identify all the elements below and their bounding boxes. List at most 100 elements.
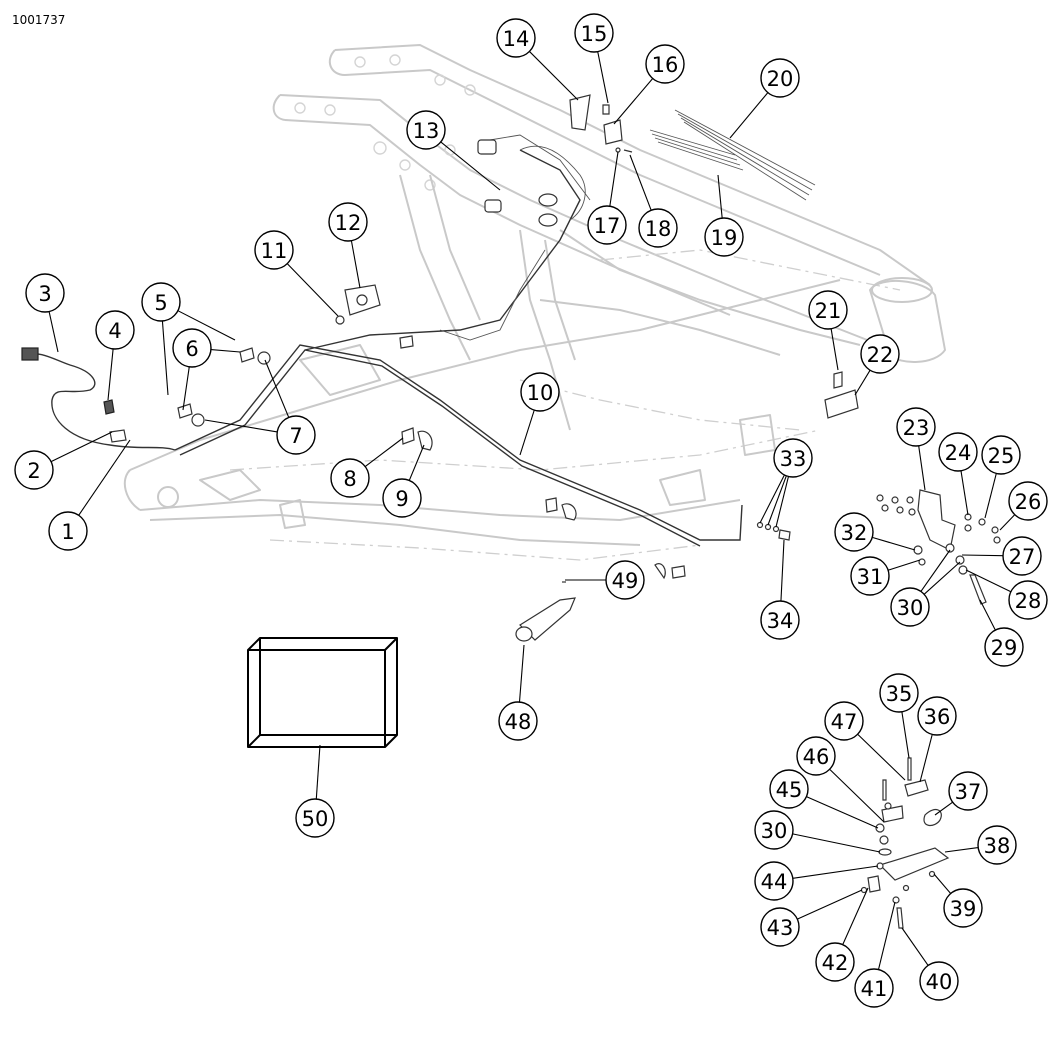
callout-circle [25, 273, 65, 313]
leader-line [759, 474, 785, 524]
motorcycle-frame [123, 44, 946, 561]
callout-number: 35 [886, 682, 913, 706]
callout-circle [406, 110, 446, 150]
callout-number: 49 [612, 569, 639, 593]
callout-number: 5 [154, 291, 167, 315]
callout-36: 36 [917, 696, 957, 783]
callout-number: 27 [1009, 545, 1036, 569]
callout-26: 26 [999, 481, 1048, 531]
leader-line [920, 549, 951, 592]
callout-circle [760, 907, 800, 947]
callout-20: 20 [729, 58, 800, 139]
leader-line [979, 599, 996, 631]
leader-line [264, 359, 290, 418]
callout-number: 4 [108, 319, 121, 343]
leader-line [767, 475, 787, 526]
leader-line [50, 431, 113, 463]
callout-circle [520, 372, 560, 412]
callout-circle [1008, 481, 1048, 521]
callout-number: 2 [27, 459, 40, 483]
callout-circle [1002, 536, 1042, 576]
leader-line [597, 51, 609, 104]
callout-circle [938, 432, 978, 472]
callout-number: 34 [767, 609, 794, 633]
leader-line [857, 733, 906, 781]
callout-25: 25 [981, 435, 1021, 519]
callout-number: 46 [803, 745, 830, 769]
callout-number: 39 [950, 897, 977, 921]
callout-12: 12 [328, 202, 368, 289]
leader-line [408, 444, 425, 481]
callout-circle [330, 458, 370, 498]
leader-line [775, 476, 789, 528]
leader-line [960, 470, 969, 516]
callout-2: 2 [14, 431, 113, 490]
callout-circle [141, 282, 181, 322]
leader-line [901, 927, 929, 966]
callout-27: 27 [961, 536, 1042, 576]
leader-line [780, 539, 785, 602]
callout-45: 45 [769, 769, 879, 829]
leader-line [887, 559, 921, 571]
leader-line [806, 796, 879, 829]
callout-circle [919, 961, 959, 1001]
leader-line [933, 873, 952, 894]
callout-circle [754, 810, 794, 850]
leader-line [923, 561, 961, 595]
callout-circle [605, 560, 645, 600]
callout-17: 17 [587, 151, 627, 245]
leader-line [919, 734, 933, 783]
leader-line [829, 768, 885, 823]
callout-3: 3 [25, 273, 65, 353]
callout-49: 49 [565, 560, 645, 600]
callout-number: 48 [505, 710, 532, 734]
callout-number: 41 [861, 977, 888, 1001]
callout-24: 24 [938, 432, 978, 516]
callout-number: 33 [780, 447, 807, 471]
callout-circle [754, 861, 794, 901]
callout-circle [981, 435, 1021, 475]
callout-number: 11 [261, 239, 288, 263]
leader-line [961, 554, 1004, 557]
callout-35: 35 [879, 673, 919, 759]
callout-number: 28 [1015, 589, 1042, 613]
callout-number: 14 [503, 27, 530, 51]
callout-14: 14 [496, 18, 579, 101]
leader-line [315, 744, 321, 800]
callout-23: 23 [896, 407, 936, 491]
callout-30: 30 [754, 810, 881, 853]
callout-circle [879, 673, 919, 713]
callout-number: 8 [343, 467, 356, 491]
callout-circle [948, 771, 988, 811]
callout-circle [254, 230, 294, 270]
callout-circle [95, 310, 135, 350]
callout-number: 17 [594, 214, 621, 238]
callout-13: 13 [406, 110, 501, 191]
callout-circle [896, 407, 936, 447]
callout-41: 41 [854, 901, 896, 1008]
callout-38: 38 [944, 825, 1017, 865]
leader-line [286, 263, 339, 317]
callout-5: 5 [141, 282, 236, 396]
callout-number: 47 [831, 710, 858, 734]
callout-34: 34 [760, 539, 800, 640]
callout-number: 30 [761, 819, 788, 843]
leader-line [717, 174, 723, 219]
callout-circle [984, 627, 1024, 667]
callout-circle [808, 290, 848, 330]
callout-50: 50 [295, 744, 335, 838]
callout-circle [815, 942, 855, 982]
leader-line [613, 78, 654, 125]
callout-8: 8 [330, 437, 404, 498]
leader-line [529, 51, 579, 101]
figure-id-label: 1001737 [12, 13, 65, 27]
callout-9: 9 [382, 444, 425, 518]
callout-number: 44 [761, 870, 788, 894]
leader-line [107, 348, 114, 401]
leader-line [872, 536, 916, 551]
callout-number: 12 [335, 211, 362, 235]
callout-number: 18 [645, 217, 672, 241]
callout-22: 22 [854, 334, 900, 396]
leader-line [944, 846, 979, 853]
callout-number: 16 [652, 53, 679, 77]
